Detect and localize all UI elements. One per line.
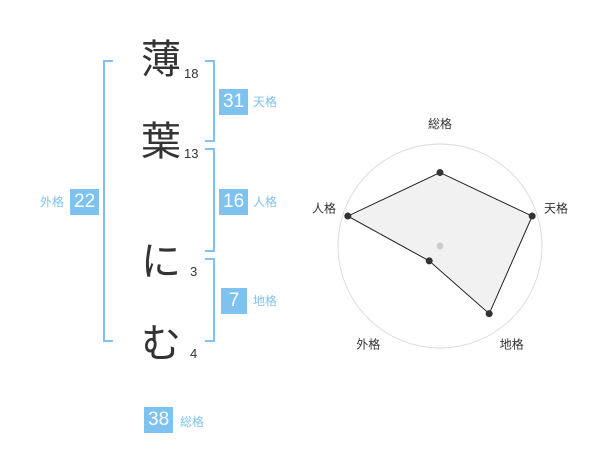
- radar-axis-label-3: 地格: [500, 337, 524, 352]
- radar-center-dot: [436, 242, 444, 250]
- radar-axis-label-2: 天格: [544, 200, 568, 215]
- stroke-count-4: 4: [190, 346, 198, 361]
- jinkaku-value-badge: 16: [219, 189, 249, 215]
- radar-point-1: [436, 169, 444, 177]
- radar-point-2: [528, 212, 536, 220]
- gaikaku-bracket: [103, 60, 113, 342]
- soukaku-value-badge: 38: [144, 407, 174, 433]
- gaikaku-value-badge: 22: [70, 189, 100, 215]
- stroke-count-2: 13: [184, 146, 199, 161]
- radar-axis-label-5: 人格: [312, 200, 336, 215]
- radar-axis-label-4: 外格: [356, 337, 380, 352]
- gaikaku-label: 外格: [40, 195, 65, 209]
- jinkaku-label: 人格: [253, 195, 278, 209]
- chikaku-bracket: [205, 258, 215, 342]
- radar-axis-label-1: 総格: [428, 116, 452, 131]
- radar-data-points: [344, 169, 536, 318]
- name-char-3: に: [141, 239, 181, 285]
- radar-point-4: [425, 257, 433, 265]
- radar-point-5: [344, 212, 352, 220]
- stroke-count-1: 18: [184, 66, 199, 81]
- tenkaku-value-badge: 31: [219, 89, 249, 115]
- name-char-4: む: [141, 321, 181, 367]
- name-char-2: 葉: [141, 119, 181, 165]
- jinkaku-bracket: [205, 148, 215, 252]
- stroke-count-3: 3: [190, 264, 198, 279]
- tenkaku-bracket: [205, 60, 215, 142]
- chikaku-label: 地格: [253, 294, 278, 308]
- radar-point-3: [485, 310, 493, 318]
- soukaku-label: 総格: [180, 415, 205, 429]
- name-char-1: 薄: [141, 37, 181, 83]
- chikaku-value-badge: 7: [221, 288, 247, 314]
- tenkaku-label: 天格: [253, 95, 278, 109]
